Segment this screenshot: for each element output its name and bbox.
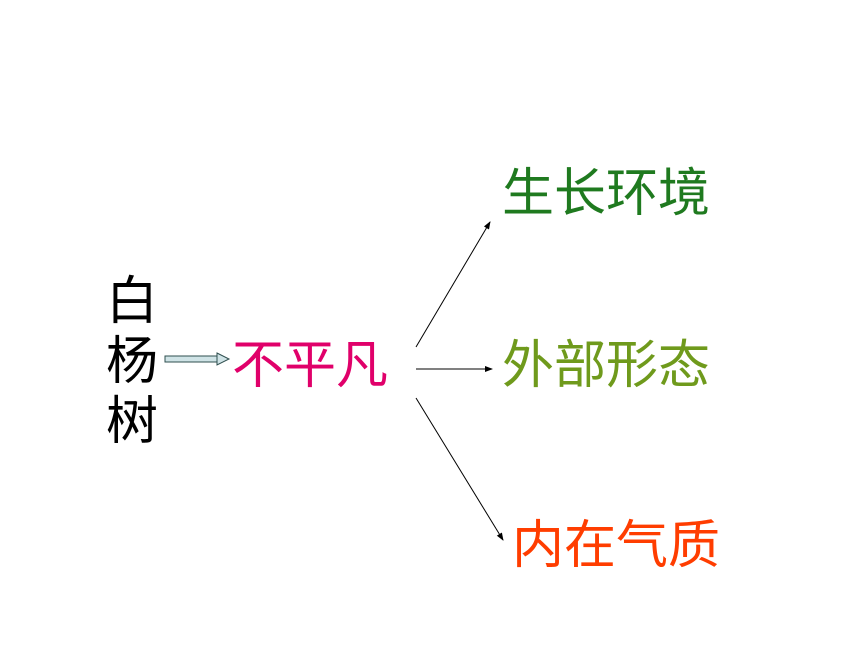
arrow-to-bottom: [415, 397, 504, 541]
branch-node-inner-temperament: 内在气质: [512, 516, 721, 576]
branch-node-growth-environment: 生长环境: [502, 164, 711, 224]
root-char-1: 白: [105, 272, 158, 332]
branch-node-appearance: 外部形态: [502, 336, 711, 396]
center-node-bupingfan: 不平凡: [232, 336, 389, 396]
root-node-baiyangshu: 白 杨 树: [104, 272, 160, 452]
arrow-to-top: [415, 221, 491, 348]
root-to-center-arrow: [164, 352, 231, 366]
root-char-3: 树: [105, 392, 158, 452]
root-char-2: 杨: [105, 332, 158, 392]
